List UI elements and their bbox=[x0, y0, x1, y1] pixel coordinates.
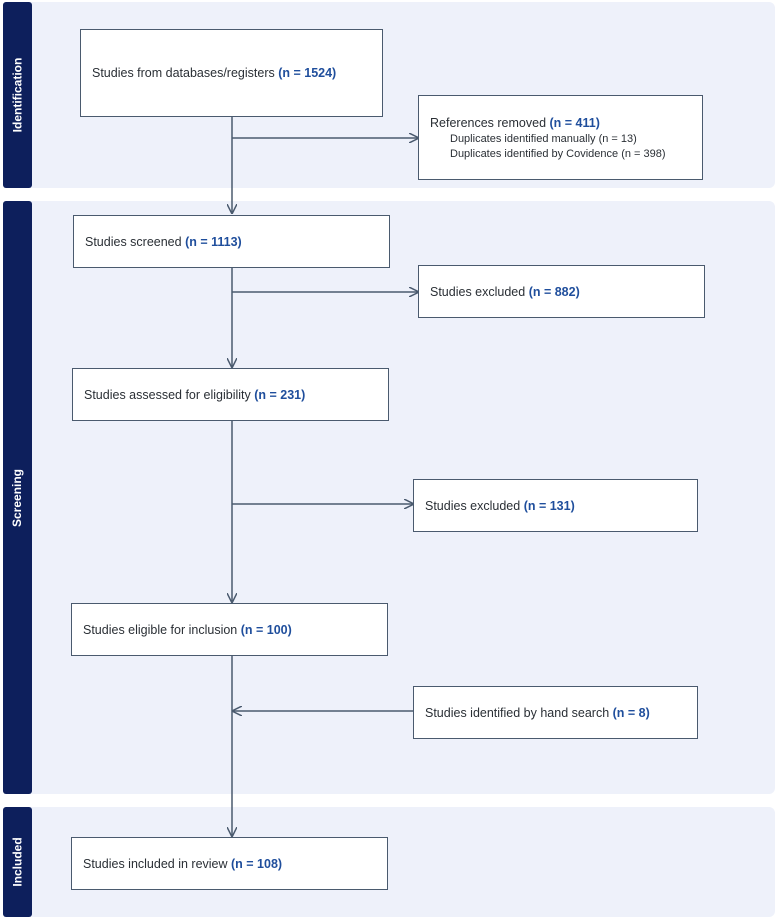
box-excluded-131: Studies excluded (n = 131) bbox=[413, 479, 698, 532]
box-assessed: Studies assessed for eligibility (n = 23… bbox=[72, 368, 389, 421]
box-hand-search: Studies identified by hand search (n = 8… bbox=[413, 686, 698, 739]
box-eligible: Studies eligible for inclusion (n = 100) bbox=[71, 603, 388, 656]
box-excluded-882: Studies excluded (n = 882) bbox=[418, 265, 705, 318]
duplicates-covidence: Duplicates identified by Covidence (n = … bbox=[450, 147, 666, 160]
box-databases: Studies from databases/registers (n = 15… bbox=[80, 29, 383, 117]
identification-label: Identification bbox=[3, 2, 32, 188]
box-screened: Studies screened (n = 1113) bbox=[73, 215, 390, 268]
included-label: Included bbox=[3, 807, 32, 917]
screening-label: Screening bbox=[3, 201, 32, 794]
box-included: Studies included in review (n = 108) bbox=[71, 837, 388, 890]
box-references-removed: References removed (n = 411) Duplicates … bbox=[418, 95, 703, 180]
duplicates-manual: Duplicates identified manually (n = 13) bbox=[450, 132, 637, 145]
